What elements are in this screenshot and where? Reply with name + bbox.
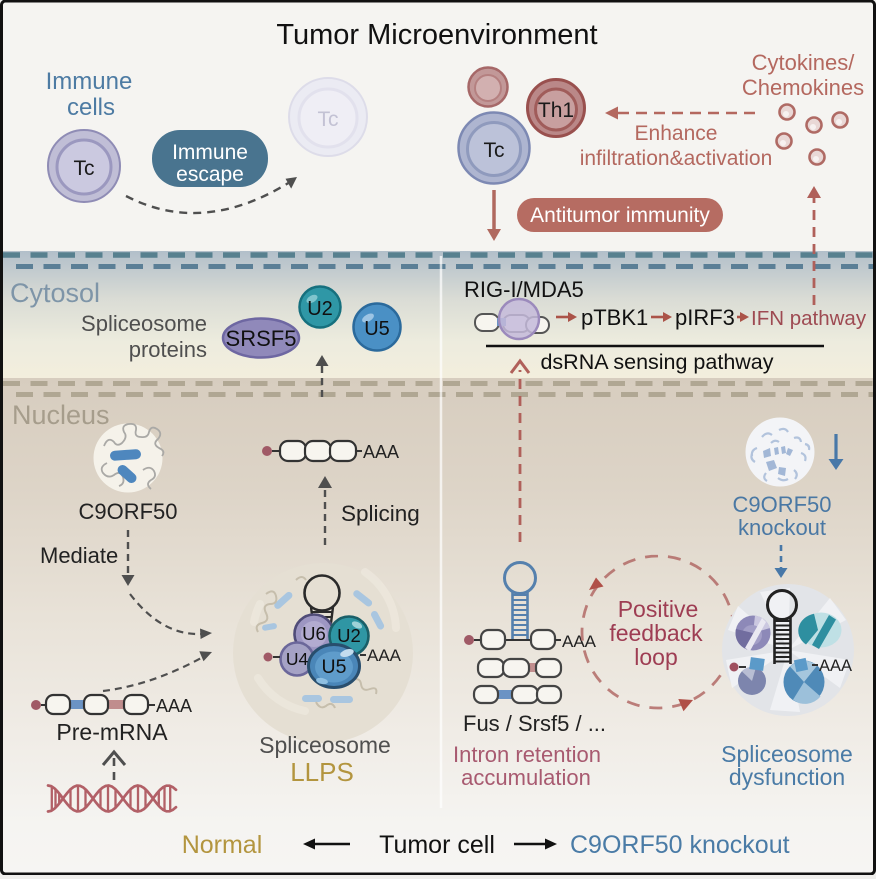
svg-text:dsRNA sensing pathway: dsRNA sensing pathway (540, 350, 773, 374)
svg-text:Spliceosome: Spliceosome (721, 741, 853, 767)
svg-text:pTBK1: pTBK1 (581, 305, 648, 330)
svg-text:Antitumor immunity: Antitumor immunity (530, 204, 710, 227)
svg-text:Pre-mRNA: Pre-mRNA (56, 719, 168, 745)
svg-text:Immune: Immune (172, 141, 248, 164)
svg-text:Tc: Tc (318, 108, 339, 131)
svg-text:U6: U6 (302, 623, 326, 644)
svg-text:Tc: Tc (484, 139, 505, 162)
svg-text:Splicing: Splicing (341, 501, 420, 526)
svg-text:AAA: AAA (367, 646, 402, 665)
svg-text:dysfunction: dysfunction (729, 764, 845, 790)
svg-text:C9ORF50: C9ORF50 (732, 492, 831, 517)
svg-text:Mediate: Mediate (40, 543, 118, 568)
svg-text:U4: U4 (286, 649, 309, 669)
svg-text:Fus / Srsf5 / ...: Fus / Srsf5 / ... (463, 711, 606, 736)
svg-text:Chemokines: Chemokines (742, 75, 864, 100)
svg-text:U2: U2 (337, 625, 361, 646)
svg-text:Positive: Positive (618, 596, 699, 622)
svg-text:IFN pathway: IFN pathway (751, 307, 867, 330)
svg-text:AAA: AAA (819, 657, 852, 675)
svg-text:feedback: feedback (609, 620, 703, 646)
svg-text:Spliceosome: Spliceosome (259, 732, 391, 758)
svg-text:proteins: proteins (129, 337, 207, 362)
svg-text:Spliceosome: Spliceosome (81, 311, 207, 336)
svg-text:LLPS: LLPS (290, 757, 354, 787)
svg-text:pIRF3: pIRF3 (675, 305, 735, 330)
svg-text:U2: U2 (307, 298, 333, 320)
svg-text:Immune: Immune (46, 68, 133, 95)
svg-text:Cytosol: Cytosol (10, 278, 100, 308)
svg-text:AAA: AAA (363, 442, 399, 462)
svg-text:Enhance: Enhance (635, 122, 718, 145)
svg-text:Tumor cell: Tumor cell (379, 831, 495, 859)
svg-text:loop: loop (634, 644, 677, 670)
svg-text:U5: U5 (364, 318, 390, 340)
svg-text:AAA: AAA (562, 632, 597, 651)
svg-text:Tumor Microenvironment: Tumor Microenvironment (276, 19, 597, 51)
svg-text:C9ORF50: C9ORF50 (78, 499, 177, 524)
svg-text:knockout: knockout (738, 515, 826, 540)
svg-text:Normal: Normal (182, 831, 263, 859)
svg-text:Th1: Th1 (538, 99, 574, 122)
svg-text:Cytokines/: Cytokines/ (752, 50, 856, 75)
svg-text:U5: U5 (322, 656, 347, 678)
svg-text:SRSF5: SRSF5 (226, 326, 297, 351)
svg-text:Intron retention: Intron retention (453, 742, 601, 767)
svg-text:Nucleus: Nucleus (12, 400, 110, 430)
svg-text:AAA: AAA (156, 696, 192, 716)
svg-text:Tc: Tc (74, 157, 95, 180)
svg-text:C9ORF50 knockout: C9ORF50 knockout (570, 831, 790, 859)
svg-text:accumulation: accumulation (461, 765, 591, 790)
svg-text:infiltration&activation: infiltration&activation (580, 147, 773, 170)
svg-text:cells: cells (67, 94, 115, 121)
svg-text:escape: escape (176, 163, 244, 186)
svg-text:RIG-I/MDA5: RIG-I/MDA5 (464, 277, 584, 302)
